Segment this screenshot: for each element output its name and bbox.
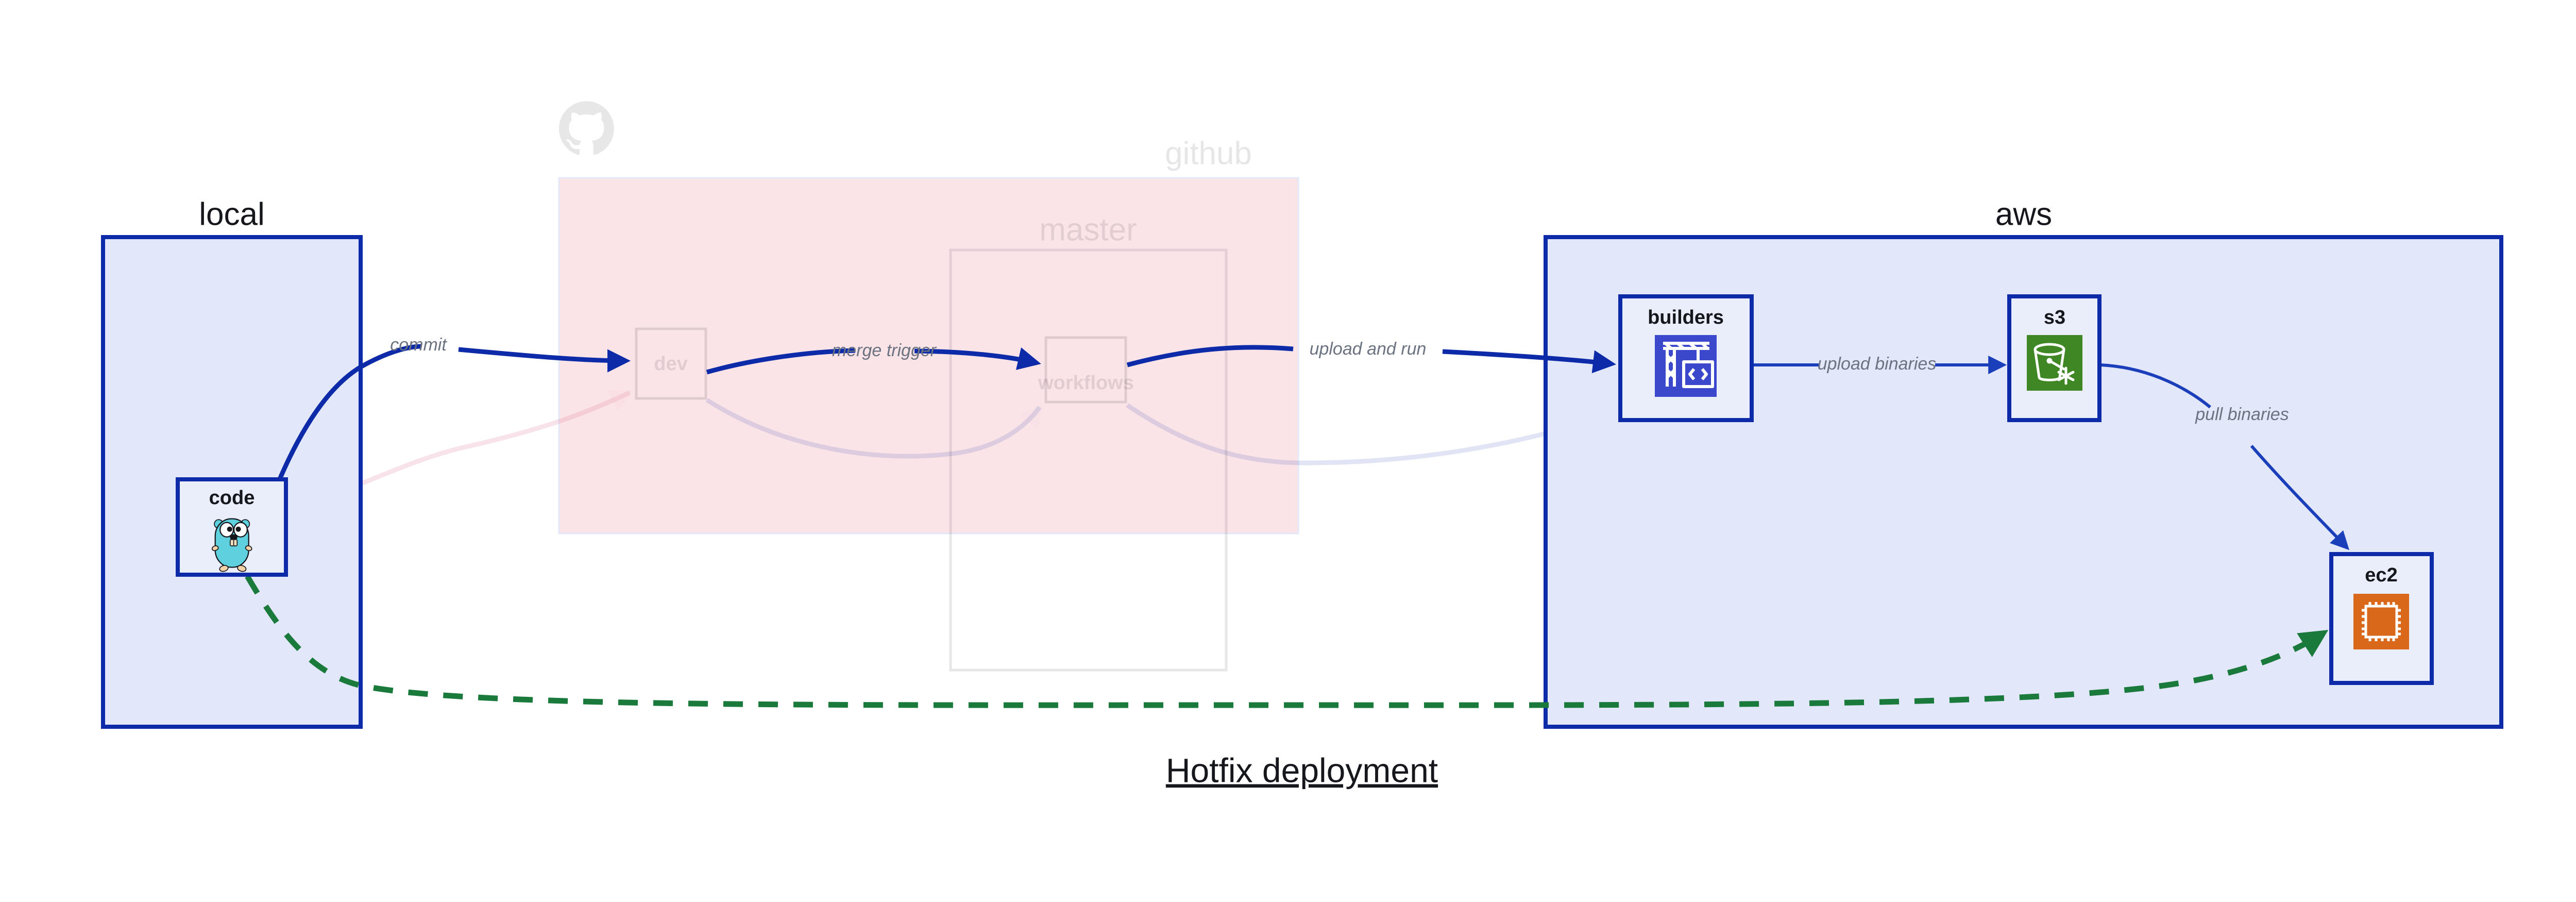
edge-label-upload-and-run: upload and run xyxy=(1310,339,1427,359)
edge-label-upload-binaries: upload binaries xyxy=(1818,354,1937,374)
edge-pull-binaries-path xyxy=(2100,363,2211,409)
node-workflows-label: workflows xyxy=(1038,372,1134,394)
edge-upload-binaries: upload binaries xyxy=(1753,354,2007,374)
group-master[interactable]: master xyxy=(949,212,1228,672)
edge-faded-workflows-builders xyxy=(1126,403,1618,465)
node-s3-label: s3 xyxy=(2044,307,2065,328)
edge-label-commit: commit xyxy=(390,335,447,355)
group-label-github: github xyxy=(1165,136,1252,171)
group-local[interactable]: local xyxy=(101,196,363,729)
edge-label-pull-binaries: pull binaries xyxy=(2195,405,2289,424)
group-label-master: master xyxy=(1039,212,1137,247)
node-dev-box xyxy=(635,327,707,400)
node-builders-label: builders xyxy=(1648,307,1724,328)
group-github[interactable]: github xyxy=(558,101,1299,534)
node-ec2[interactable]: ec2 xyxy=(2329,552,2434,685)
node-ec2-label: ec2 xyxy=(2365,564,2397,586)
aws-s3-bucket-glacier-icon xyxy=(2027,335,2082,391)
edge-pull-binaries: pull binaries xyxy=(2100,363,2349,550)
node-dev[interactable]: dev xyxy=(635,327,707,400)
edge-faded-dev-workflows xyxy=(705,398,1043,459)
edge-commit-path2 xyxy=(458,347,631,373)
node-s3[interactable]: s3 xyxy=(2007,294,2102,422)
node-workflows-box xyxy=(1044,336,1127,404)
group-label-aws: aws xyxy=(1995,196,2052,232)
group-label-local: local xyxy=(199,196,265,232)
edge-merge-trigger-path2 xyxy=(914,347,1041,370)
edge-label-merge-trigger: merge trigger xyxy=(832,341,937,360)
edge-commit-path xyxy=(266,344,422,507)
edge-merge-trigger-path xyxy=(706,348,856,375)
edge-upload-and-run-path xyxy=(1126,345,1294,368)
github-octocat-logo-icon xyxy=(559,101,614,155)
aws-codebuild-crane-icon xyxy=(1655,335,1717,397)
node-s3-box xyxy=(2007,294,2102,422)
group-master-region xyxy=(949,248,1228,672)
diagram-title: Hotfix deployment xyxy=(1166,751,1438,789)
edge-commit: commit xyxy=(266,335,631,507)
node-builders[interactable]: builders xyxy=(1618,294,1754,422)
node-code[interactable]: code xyxy=(176,477,288,577)
node-code-label: code xyxy=(209,487,255,509)
go-gopher-icon xyxy=(211,518,252,572)
edge-upload-and-run-path2 xyxy=(1442,349,1616,374)
edge-hotfix-direct-path xyxy=(245,575,2329,708)
edge-hotfix-direct xyxy=(245,575,2329,708)
edge-pull-binaries-path2 xyxy=(2250,445,2349,550)
node-ec2-box xyxy=(2329,552,2434,685)
edge-merge-trigger: merge trigger xyxy=(706,341,1041,375)
aws-ec2-chip-icon xyxy=(2353,594,2409,649)
node-workflows[interactable]: workflows xyxy=(1038,336,1134,404)
node-dev-label: dev xyxy=(654,353,687,375)
edge-upload-and-run: upload and run xyxy=(1126,339,1616,374)
